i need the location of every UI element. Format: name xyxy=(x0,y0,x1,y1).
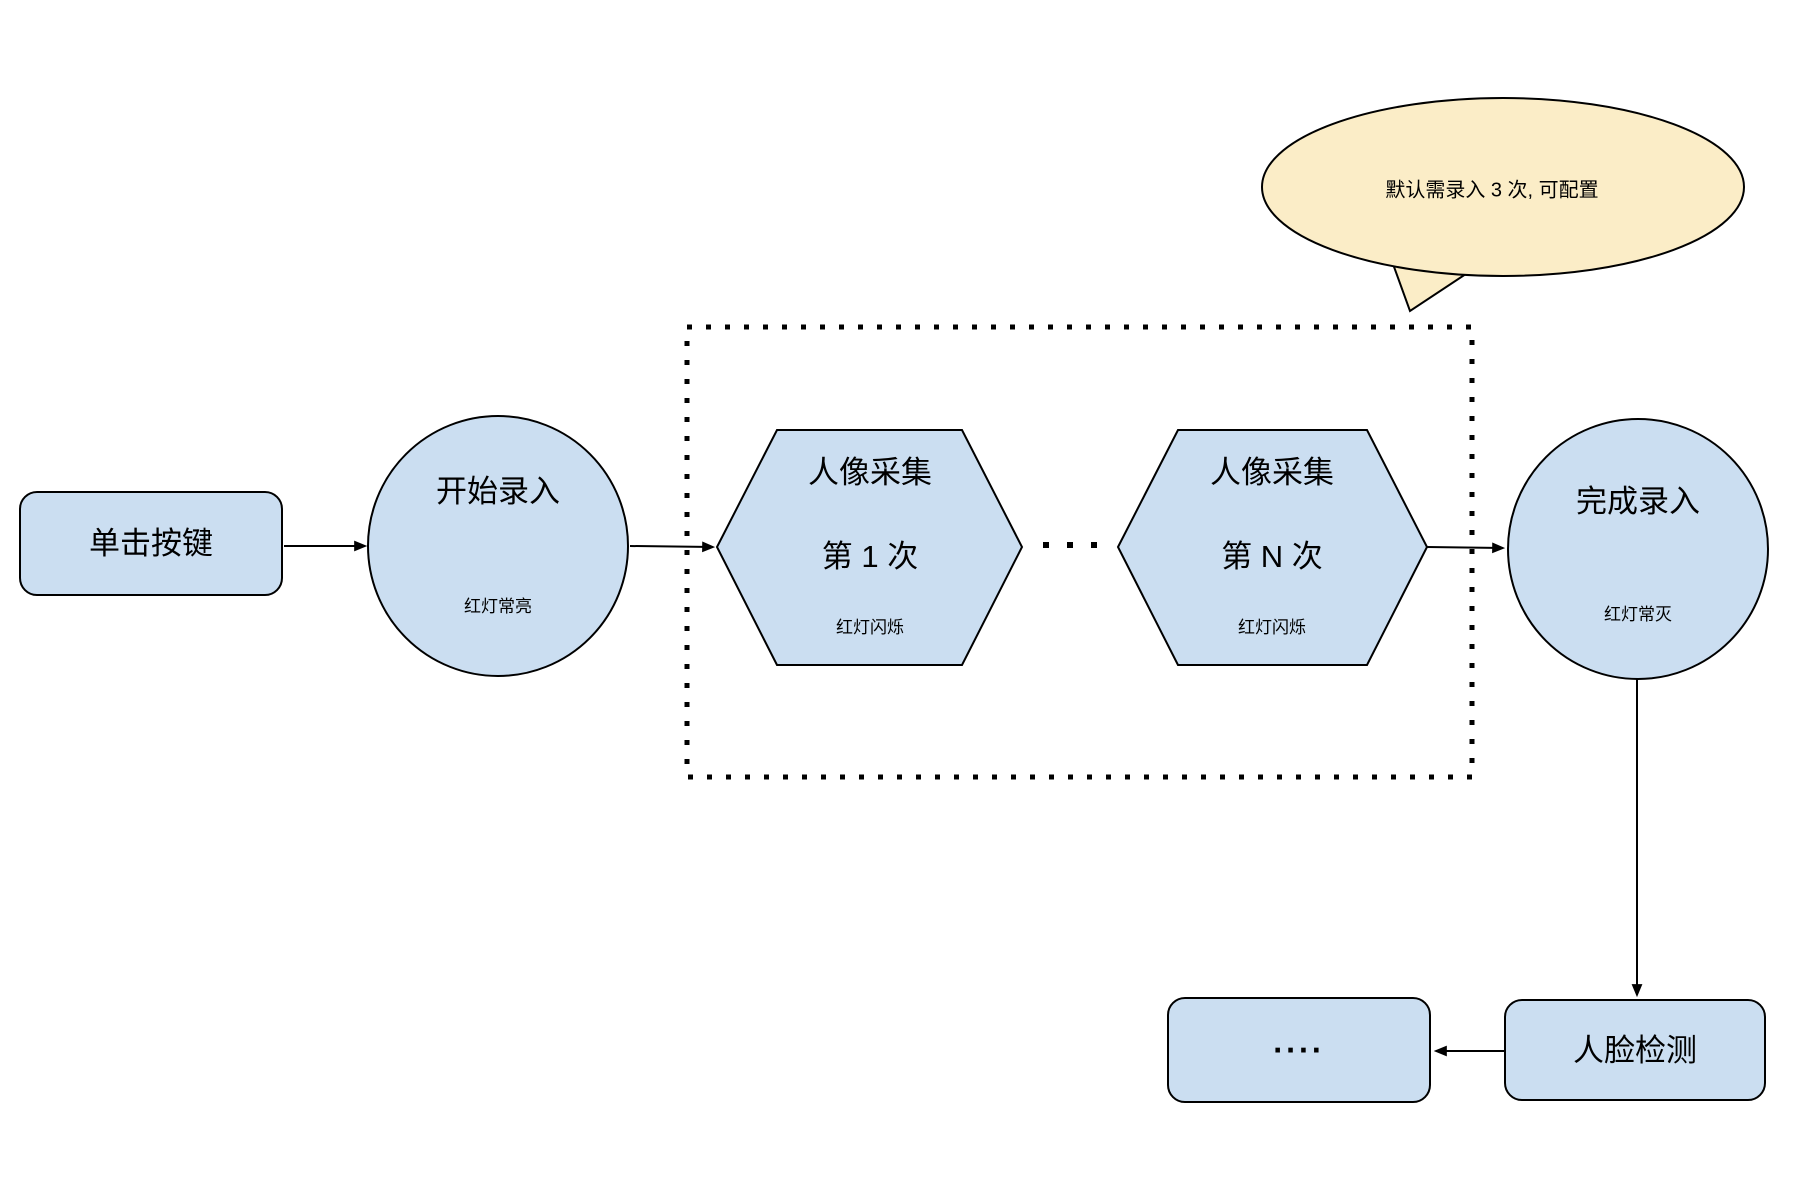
continuation-label: .... xyxy=(1273,1023,1325,1060)
continuation-node xyxy=(1167,997,1431,1103)
face-detection-label: 人脸检测 xyxy=(1573,1033,1697,1069)
capture-first-sublabel: 红灯闪烁 xyxy=(836,618,904,638)
click-button-node xyxy=(19,491,283,596)
start-enroll-label: 开始录入 xyxy=(436,474,560,510)
capture-first-count-label: 第 1 次 xyxy=(821,539,919,575)
capture-first-label: 人像采集 xyxy=(808,455,932,491)
capture-nth-count-label: 第 N 次 xyxy=(1221,539,1323,575)
finish-enroll-label: 完成录入 xyxy=(1576,484,1700,520)
callout-bubble xyxy=(1261,97,1745,277)
finish-enroll-sublabel: 红灯常灭 xyxy=(1604,605,1672,625)
capture-loop-border xyxy=(684,324,1475,780)
capture-nth-sublabel: 红灯闪烁 xyxy=(1238,618,1306,638)
capture-first-node xyxy=(715,429,1024,666)
ellipsis-dots xyxy=(1043,542,1097,548)
start-enroll-sublabel: 红灯常亮 xyxy=(464,597,532,617)
capture-nth-label: 人像采集 xyxy=(1210,455,1334,491)
finish-enroll-node xyxy=(1507,418,1769,680)
arrow-capture-nth-to-finish xyxy=(1426,542,1506,554)
click-button-label: 单击按键 xyxy=(89,526,213,562)
arrow-start-to-capture-first xyxy=(629,541,716,553)
start-enroll-node xyxy=(367,415,629,677)
callout-text: 默认需录入 3 次, 可配置 xyxy=(1385,179,1599,202)
